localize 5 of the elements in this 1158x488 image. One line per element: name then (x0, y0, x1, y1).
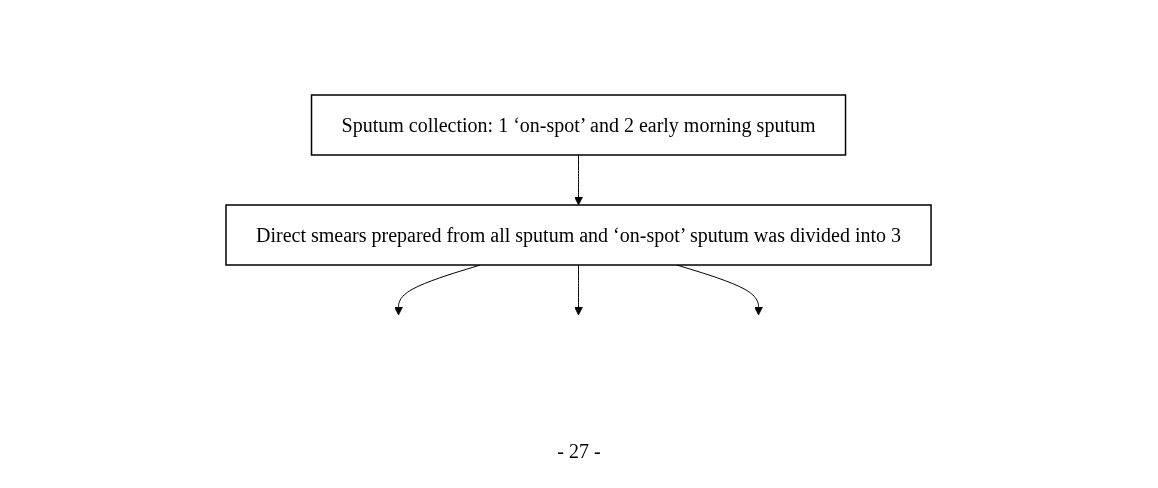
node-box: Direct smears prepared from all sputum and ‘on-spot’ sputum was divided into 3 (225, 204, 933, 266)
page-number: - 27 - (557, 440, 601, 463)
node-box: Sputum collection: 1 ‘on-spot’ and 2 early morning sputum (311, 94, 847, 156)
arrow (574, 264, 584, 316)
arrow (574, 154, 584, 206)
